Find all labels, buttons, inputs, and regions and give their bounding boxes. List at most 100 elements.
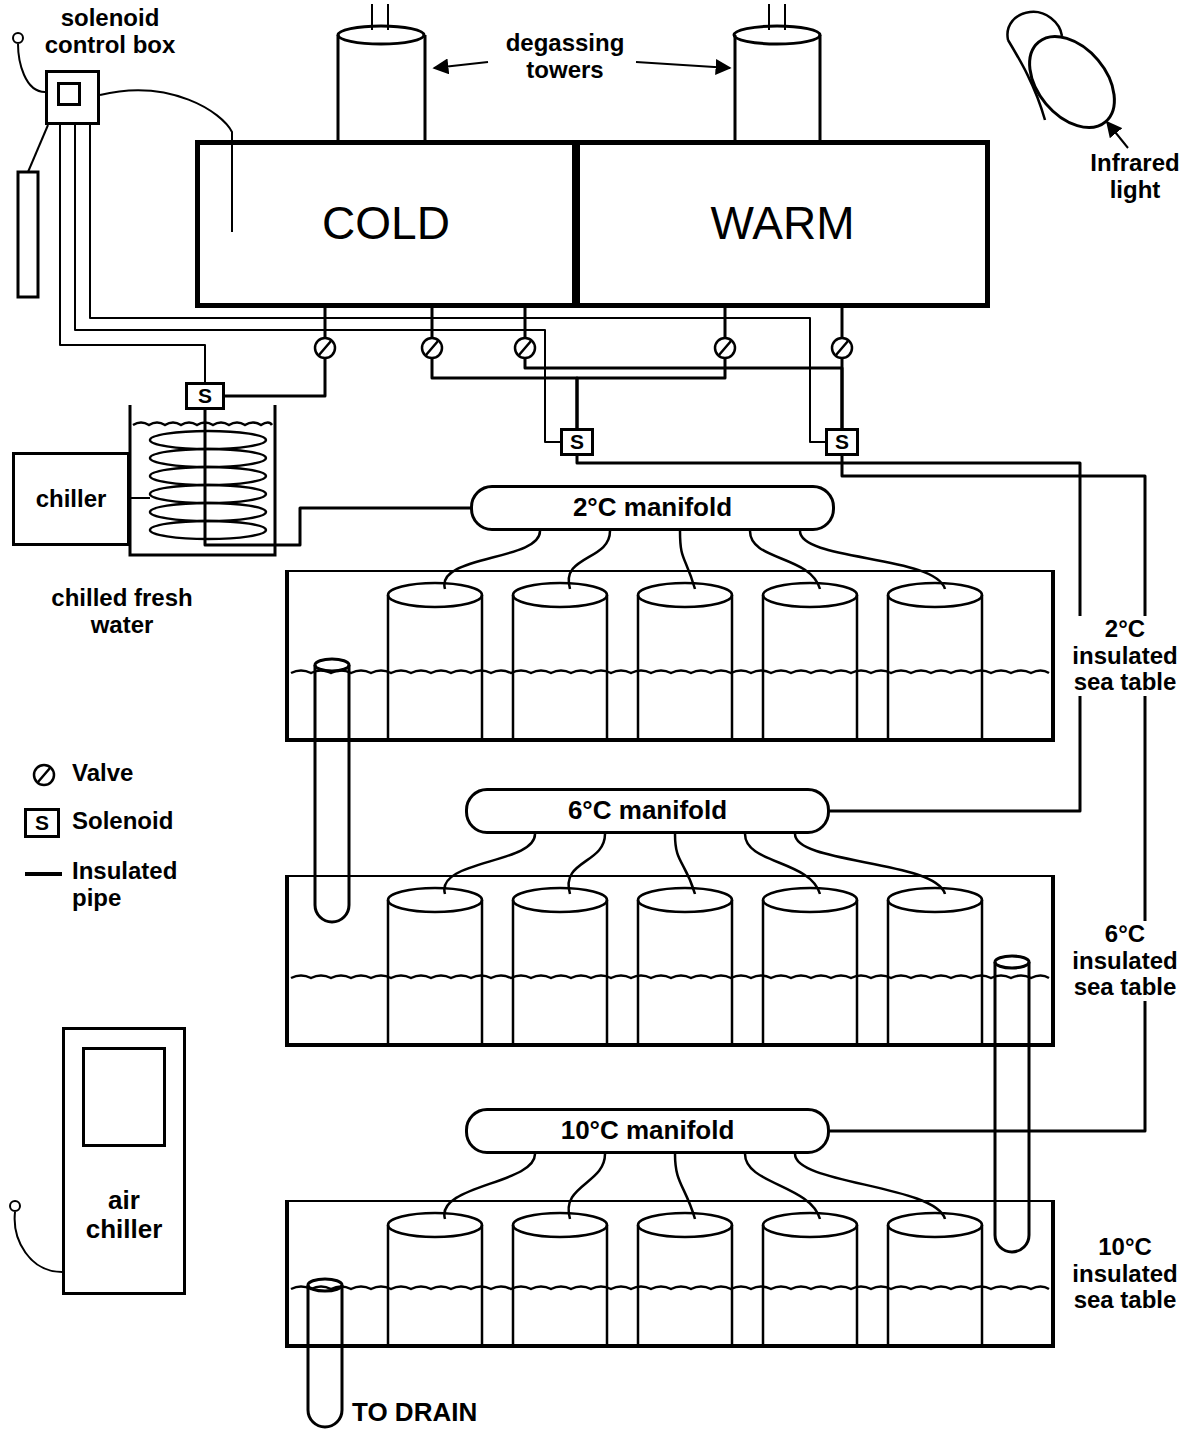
fish-tank — [638, 1225, 732, 1344]
header-tank: COLD — [195, 140, 577, 308]
sea-table-outline — [285, 875, 1055, 1047]
degassing-tower — [735, 35, 820, 140]
manifold: 2°C manifold — [470, 485, 835, 531]
legend-label: Insulated pipe — [72, 858, 202, 912]
legend-symbol: S — [35, 811, 49, 835]
power-strip — [18, 172, 38, 297]
cooling-coil — [150, 485, 266, 503]
fish-tank — [763, 900, 857, 1043]
fish-tank-top — [763, 1213, 857, 1237]
sea-table-label: 2°C insulated sea table — [1060, 616, 1190, 697]
air-chiller: air chiller — [62, 1027, 186, 1295]
fish-tank — [388, 900, 482, 1043]
hose — [444, 834, 535, 894]
drain-label: TO DRAIN — [352, 1398, 502, 1426]
fish-tank — [888, 900, 982, 1043]
fish-tank-top — [638, 583, 732, 607]
power-cord — [18, 44, 45, 92]
fish-tank-top — [388, 888, 482, 912]
fish-tank — [888, 595, 982, 738]
fish-tank — [388, 595, 482, 738]
valve-slash — [38, 341, 848, 782]
sea-table-outline — [285, 1200, 1055, 1348]
sea-table-label: 6°C insulated sea table — [1060, 921, 1190, 1002]
drain-pipe — [308, 1285, 342, 1427]
legend-pipe-sample — [25, 872, 62, 876]
chiller-box: chiller — [12, 452, 130, 546]
chiller-line — [130, 497, 150, 499]
callout-label: Infrared light — [1075, 150, 1195, 204]
sea-table-outline — [285, 570, 1055, 742]
water-surface — [133, 423, 272, 426]
fish-tank-top — [638, 888, 732, 912]
manifold-label: 2°C manifold — [573, 493, 732, 522]
header-tank-label: COLD — [322, 198, 450, 250]
control-box-label: solenoid control box — [35, 5, 185, 59]
hose — [745, 1154, 820, 1219]
cooling-coil — [150, 431, 266, 449]
overflow-pipe — [315, 665, 349, 922]
fish-tank — [638, 595, 732, 738]
chiller-box-label: chiller — [36, 486, 107, 513]
hose — [800, 531, 945, 589]
hose — [444, 531, 540, 589]
fish-tank-top — [513, 1213, 607, 1237]
fish-tank — [388, 1225, 482, 1344]
solenoid-box: S — [185, 382, 225, 410]
cooling-coil — [150, 449, 266, 467]
fish-tank — [513, 900, 607, 1043]
legend-label: Valve — [72, 760, 202, 787]
cooling-coil — [150, 521, 266, 539]
sea-table-label: 10°C insulated sea table — [1060, 1234, 1190, 1315]
hose — [795, 1154, 945, 1219]
fish-tank-top — [763, 583, 857, 607]
fish-tank-top — [388, 583, 482, 607]
cooling-coil — [150, 503, 266, 521]
fish-tank-top — [513, 583, 607, 607]
insulated-pipe — [225, 308, 325, 396]
hose — [569, 834, 605, 894]
overflow-pipe — [995, 962, 1029, 1252]
fish-tank — [513, 595, 607, 738]
tower-pipe — [372, 4, 388, 30]
infrared-bulb-body — [1007, 12, 1062, 120]
insulated-pipe — [841, 308, 844, 428]
tower-top — [338, 26, 424, 44]
hose — [569, 531, 610, 589]
fish-tank-top — [888, 1213, 982, 1237]
hose — [750, 531, 820, 589]
fish-tank-top — [763, 888, 857, 912]
fish-tank-top — [513, 888, 607, 912]
solenoid-box: S — [825, 428, 859, 456]
solenoid-box-label: S — [835, 430, 849, 454]
control-box-panel — [57, 82, 81, 106]
plug — [13, 33, 23, 43]
power-cord — [15, 1212, 62, 1272]
leader-line — [636, 62, 730, 68]
solenoid-box-label: S — [570, 430, 584, 454]
overflow-pipe-top — [995, 956, 1029, 968]
fish-tank — [513, 1225, 607, 1344]
fish-tank — [763, 1225, 857, 1344]
insulated-pipe — [205, 410, 470, 545]
overflow-pipe-top — [315, 659, 349, 671]
header-tank-label: WARM — [711, 198, 855, 250]
tower-pipe — [769, 4, 785, 30]
legend-label: Solenoid — [72, 808, 202, 835]
fish-tank — [763, 595, 857, 738]
control-wire — [60, 125, 205, 382]
hose — [675, 834, 695, 894]
manifold-label: 10°C manifold — [561, 1116, 735, 1145]
insulated-pipe — [830, 456, 1145, 1131]
hose — [795, 834, 945, 894]
fish-tank-top — [888, 888, 982, 912]
sea-table: 10°C insulated sea table — [285, 1200, 1190, 1348]
control-wire — [75, 125, 560, 442]
hose — [569, 1154, 605, 1219]
hose — [675, 1154, 695, 1219]
solenoid-symbol: S — [24, 808, 60, 838]
manifold: 6°C manifold — [465, 788, 830, 834]
fish-tank — [888, 1225, 982, 1344]
control-box-outline — [45, 70, 100, 125]
water-surface — [291, 1287, 1049, 1290]
